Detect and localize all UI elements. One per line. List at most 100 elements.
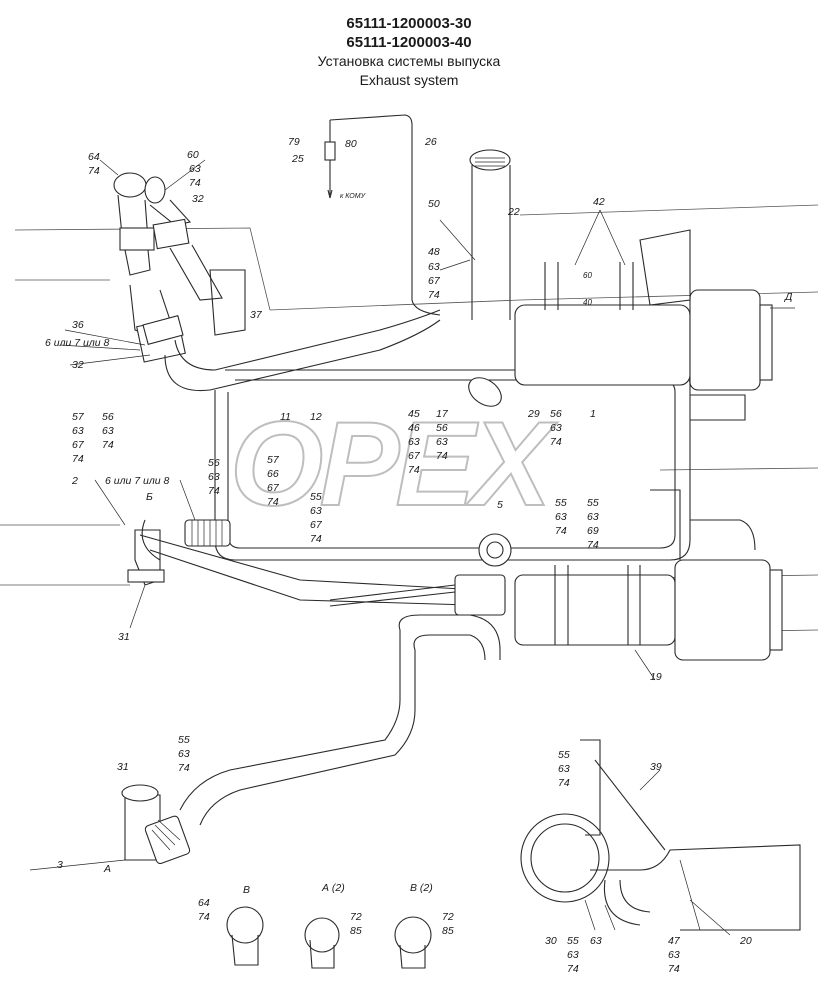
label-17: 17 <box>436 408 449 420</box>
muffler-upper <box>514 229 773 421</box>
label-67: 67 <box>267 482 280 494</box>
label-67: 67 <box>408 450 421 462</box>
label-74: 74 <box>555 525 567 537</box>
label-64: 64 <box>88 151 100 163</box>
label-48: 48 <box>428 246 440 258</box>
label-30: 30 <box>545 935 557 947</box>
label-74: 74 <box>567 963 579 975</box>
drawing-code-2: 65111-1200003-40 <box>346 34 472 51</box>
label-42: 42 <box>593 196 605 208</box>
label-74: 74 <box>208 485 220 497</box>
label-63: 63 <box>189 163 201 175</box>
label-45: 45 <box>408 408 420 420</box>
label-opt-6-7-8: 6 или 7 или 8 <box>45 337 110 349</box>
label-to-kamu: к КОМУ <box>340 193 367 200</box>
label-63: 63 <box>428 261 440 273</box>
label-63: 63 <box>208 471 220 483</box>
label-64: 64 <box>198 897 210 909</box>
label-3: 3 <box>57 859 63 871</box>
label-37: 37 <box>250 309 263 321</box>
label-79: 79 <box>288 136 300 148</box>
label-66: 66 <box>267 468 279 480</box>
drawing-title-ru: Установка системы выпуска <box>317 53 501 69</box>
label-46: 46 <box>408 422 420 434</box>
label-55: 55 <box>310 491 322 503</box>
label-74: 74 <box>587 539 599 551</box>
label-74: 74 <box>267 496 279 508</box>
label-55: 55 <box>555 497 567 509</box>
label-50: 50 <box>428 198 440 210</box>
label-85: 85 <box>350 925 362 937</box>
label-74: 74 <box>189 177 201 189</box>
label-74: 74 <box>102 439 114 451</box>
label-56: 56 <box>550 408 562 420</box>
label-74: 74 <box>198 911 210 923</box>
label-20: 20 <box>739 935 752 947</box>
label-56: 56 <box>102 411 114 423</box>
tail-pipe-22 <box>469 149 511 320</box>
label-22: 22 <box>507 206 520 218</box>
title-block: 65111-1200003-30 65111-1200003-40 Устано… <box>0 14 818 90</box>
label-74: 74 <box>178 762 190 774</box>
label-55: 55 <box>587 497 599 509</box>
arrow-D: Д <box>784 291 793 303</box>
label-12: 12 <box>310 411 322 423</box>
label-63: 63 <box>102 425 114 437</box>
watermark: OPEX <box>230 397 558 531</box>
label-60: 60 <box>187 149 199 161</box>
label-view-A: А <box>103 863 111 875</box>
label-74: 74 <box>428 289 440 301</box>
label-63: 63 <box>408 436 420 448</box>
label-63: 63 <box>590 935 602 947</box>
drawing-code-1: 65111-1200003-30 <box>346 15 472 32</box>
label-69: 69 <box>587 525 599 537</box>
down-pipe <box>179 614 501 826</box>
label-74: 74 <box>436 450 448 462</box>
drawing-title-en: Exhaust system <box>359 72 459 88</box>
label-63: 63 <box>310 505 322 517</box>
label-56: 56 <box>208 457 220 469</box>
small-detail-views <box>226 906 432 969</box>
label-opt-6-7-8: 6 или 7 или 8 <box>105 475 170 487</box>
label-63: 63 <box>668 949 680 961</box>
label-19: 19 <box>650 671 662 683</box>
label-63: 63 <box>550 422 562 434</box>
label-2: 2 <box>71 475 78 487</box>
label-26: 26 <box>424 136 437 148</box>
left-elbow-31 <box>127 529 165 586</box>
temperature-sensor-line <box>324 114 441 316</box>
label-11: 11 <box>280 411 291 423</box>
label-63: 63 <box>72 425 84 437</box>
label-56: 56 <box>436 422 448 434</box>
label-63: 63 <box>558 763 570 775</box>
label-63: 63 <box>567 949 579 961</box>
label-32: 32 <box>72 359 84 371</box>
label-29: 29 <box>527 408 540 420</box>
label-74: 74 <box>408 464 420 476</box>
label-39: 39 <box>650 761 662 773</box>
label-31: 31 <box>118 631 130 643</box>
exhaust-brake-valve <box>329 377 512 616</box>
label-63: 63 <box>587 511 599 523</box>
view-detail-right <box>520 739 801 931</box>
label-63: 63 <box>178 748 190 760</box>
label-55: 55 <box>178 734 190 746</box>
leader-lines <box>29 159 795 936</box>
label-63: 63 <box>436 436 448 448</box>
dim-60: 60 <box>583 271 592 280</box>
flex-bellows <box>142 315 231 547</box>
label-74: 74 <box>88 165 100 177</box>
label-32: 32 <box>192 193 204 205</box>
label-57: 57 <box>267 454 280 466</box>
label-74: 74 <box>558 777 570 789</box>
label-74: 74 <box>72 453 84 465</box>
label-72: 72 <box>350 911 362 923</box>
label-1: 1 <box>590 408 596 420</box>
label-63: 63 <box>555 511 567 523</box>
label-5: 5 <box>497 499 503 511</box>
muffler-lower <box>514 489 783 661</box>
label-74: 74 <box>310 533 322 545</box>
label-view-A-2: А (2) <box>321 882 345 894</box>
label-67: 67 <box>72 439 85 451</box>
